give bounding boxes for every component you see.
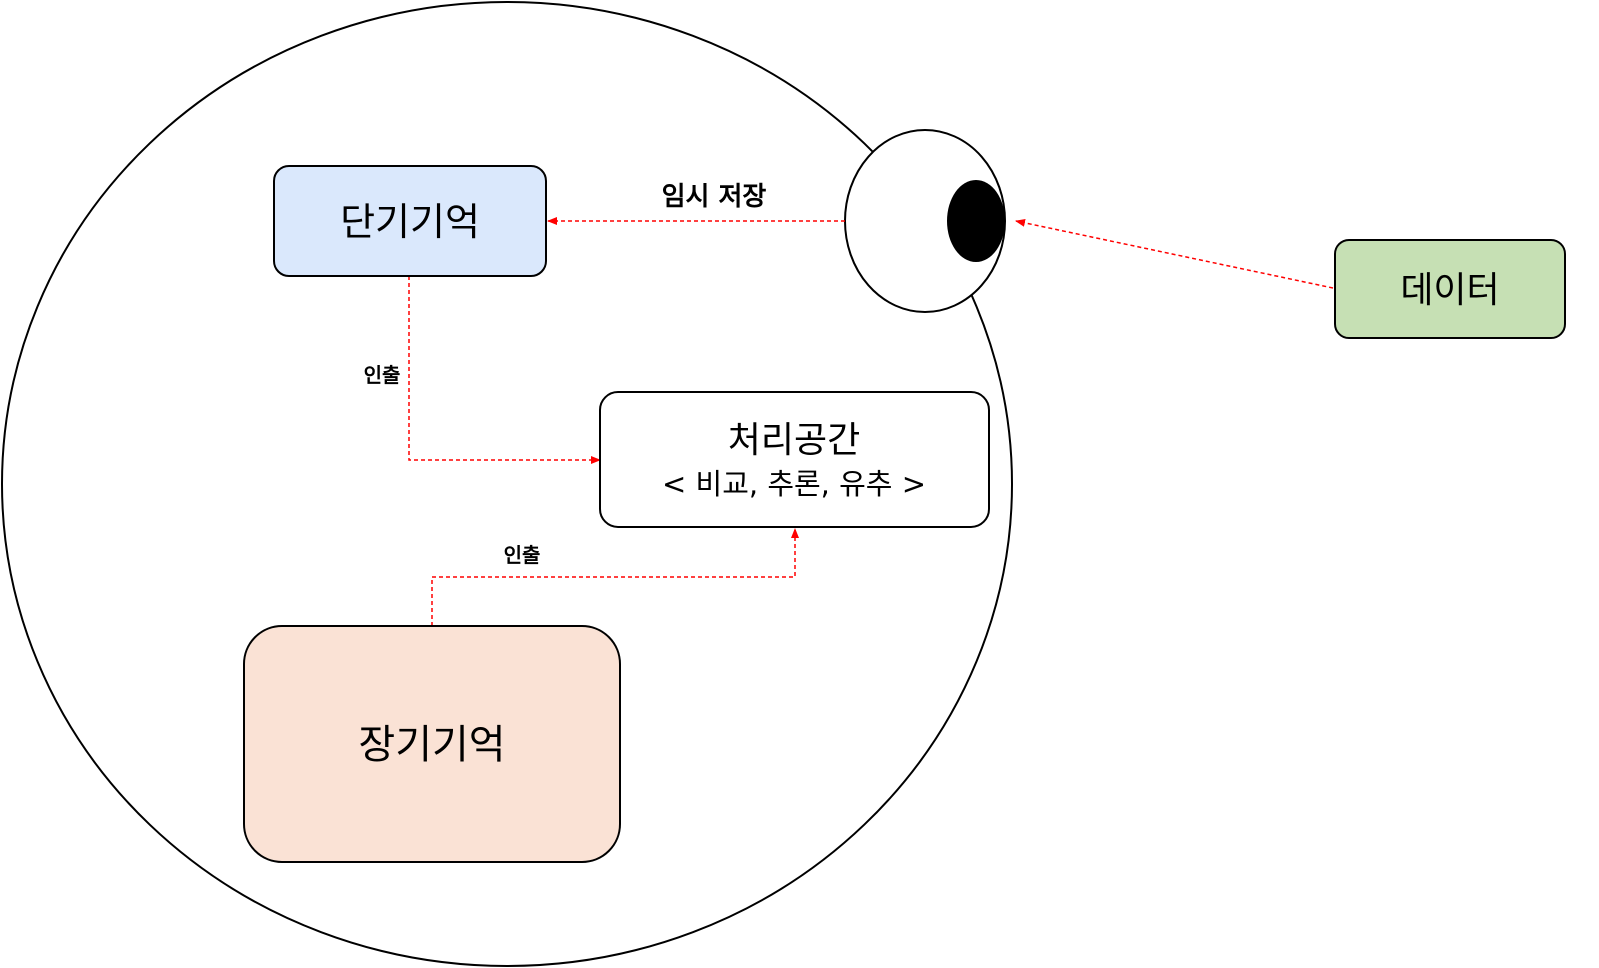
eye-pupil bbox=[947, 180, 1005, 262]
node-data: 데이터 bbox=[1334, 239, 1566, 339]
node-processing-space: 처리공간 < 비교, 추론, 유추 > bbox=[599, 391, 990, 528]
eye-icon bbox=[844, 129, 1006, 313]
edge-label-retrieve-long: 인출 bbox=[504, 543, 541, 567]
edge-label-retrieve-short: 인출 bbox=[364, 363, 401, 387]
short-term-label: 단기기억 bbox=[340, 200, 480, 244]
node-short-term-memory: 단기기억 bbox=[273, 165, 547, 277]
data-box bbox=[1334, 239, 1566, 339]
edge-retrieve-short bbox=[408, 276, 601, 464]
processing-title: 처리공간 bbox=[728, 420, 860, 461]
processing-subtitle: < 비교, 추론, 유추 > bbox=[662, 467, 926, 501]
data-label: 데이터 bbox=[1400, 270, 1499, 311]
long-term-label: 장기기억 bbox=[358, 722, 505, 768]
short-term-box bbox=[273, 165, 547, 277]
node-long-term-memory: 장기기억 bbox=[243, 625, 621, 863]
edge-retrieve-long bbox=[431, 528, 799, 626]
edge-data-to-eye bbox=[1015, 218, 1334, 289]
long-term-box bbox=[243, 625, 621, 863]
edge-label-temp-store: 임시 저장 bbox=[662, 182, 767, 212]
processing-box bbox=[599, 391, 990, 528]
